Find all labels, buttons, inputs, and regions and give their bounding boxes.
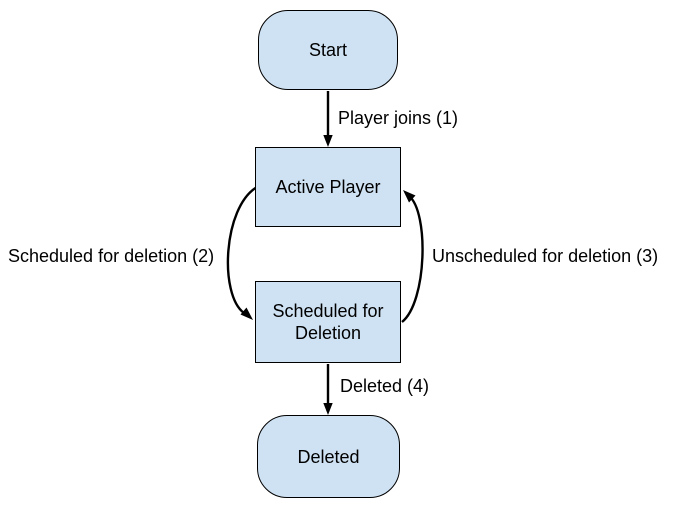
edge-unscheduled-for-deletion — [401, 195, 424, 323]
node-active-player: Active Player — [255, 147, 401, 227]
edge-unscheduled-for-deletion-arrowhead — [403, 190, 416, 203]
edge-label-player-joins: Player joins (1) — [338, 108, 459, 128]
node-start-label: Start — [308, 40, 347, 60]
node-scheduled-for-deletion: Scheduled for Deletion — [255, 281, 401, 363]
edge-deleted-arrowhead — [323, 403, 333, 415]
edge-label-scheduled-for-deletion: Scheduled for deletion (2) — [8, 246, 215, 266]
edge-scheduled-for-deletion-arrowhead — [240, 307, 253, 320]
edge-label-deleted: Deleted (4) — [340, 376, 430, 396]
edge-scheduled-for-deletion — [226, 185, 258, 314]
node-scheduled-for-deletion-label: Scheduled for Deletion — [272, 301, 384, 343]
edge-label-unscheduled-for-deletion: Unscheduled for deletion (3) — [432, 246, 659, 266]
node-start: Start — [258, 10, 398, 90]
node-active-player-label: Active Player — [275, 177, 381, 197]
edge-player-joins-arrowhead — [323, 135, 333, 147]
node-deleted: Deleted — [257, 415, 400, 498]
node-deleted-label: Deleted — [297, 446, 360, 467]
